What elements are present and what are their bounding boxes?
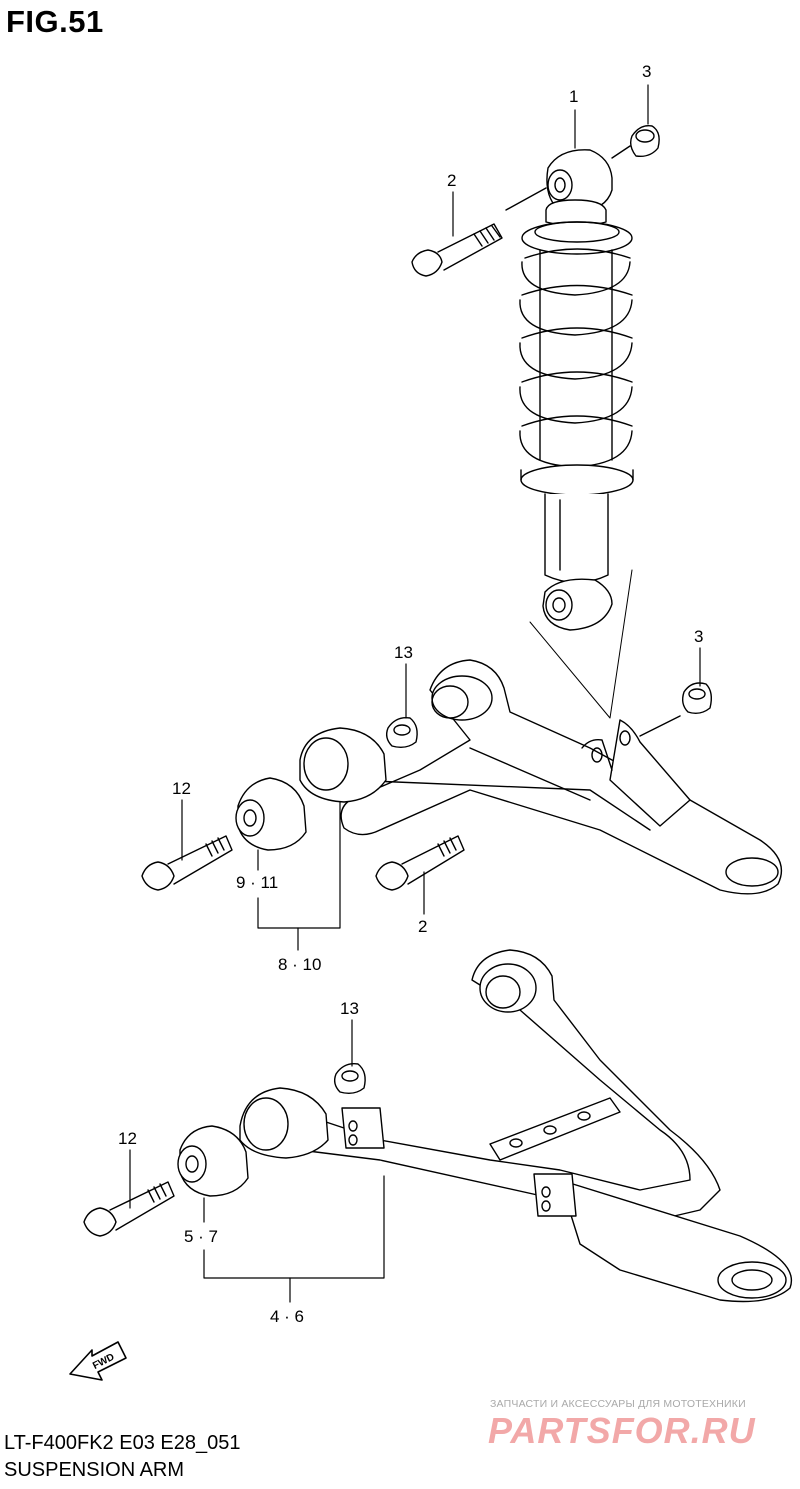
callout-upper-arm-assy: 8 · 10 [278, 955, 321, 974]
callout-lower-arm-assy: 4 · 6 [270, 1307, 304, 1326]
figure-title: FIG.51 [6, 4, 104, 39]
watermark-logo: PARTSFOR.RU [488, 1410, 756, 1451]
lower-shock-nut [639, 682, 713, 737]
lower-arm-nut [333, 1063, 366, 1095]
callout-lower-arm-nut: 13 [340, 999, 359, 1018]
callout-lower-nut: 3 [694, 627, 703, 646]
leader-lines [129, 84, 701, 1303]
upper-shock-bolt [411, 187, 547, 277]
lower-shock-bolt [375, 835, 465, 891]
lower-arm-bushing [177, 1125, 249, 1197]
shock-absorber [519, 149, 634, 719]
callout-lower-bolt: 2 [418, 917, 427, 936]
watermark-tagline: ЗАПЧАСТИ И АКСЕССУАРЫ ДЛЯ МОТОТЕХНИКИ [490, 1398, 746, 1410]
section-name: SUSPENSION ARM [4, 1459, 185, 1481]
forward-direction-arrow: FWD [69, 1341, 127, 1381]
callout-lower-arm-bolt: 12 [118, 1129, 137, 1148]
lower-suspension-arm [239, 949, 792, 1303]
upper-arm-nut [385, 717, 418, 749]
callout-upper-bushing: 9 · 11 [236, 873, 278, 892]
model-code: LT-F400FK2 E03 E28_051 [4, 1432, 241, 1454]
callout-upper-nut: 3 [642, 62, 651, 81]
upper-arm-bushing [235, 777, 307, 851]
upper-suspension-arm [299, 659, 783, 895]
callout-upper-arm-nut: 13 [394, 643, 413, 662]
callout-lower-bushing: 5 · 7 [184, 1227, 218, 1246]
callout-upper-arm-bolt: 12 [172, 779, 191, 798]
callout-upper-bolt: 2 [447, 171, 456, 190]
upper-arm-bolt [141, 835, 233, 891]
callout-shock-absorber: 1 [569, 87, 578, 106]
upper-shock-nut [611, 125, 660, 159]
lower-arm-bolt [83, 1181, 175, 1237]
